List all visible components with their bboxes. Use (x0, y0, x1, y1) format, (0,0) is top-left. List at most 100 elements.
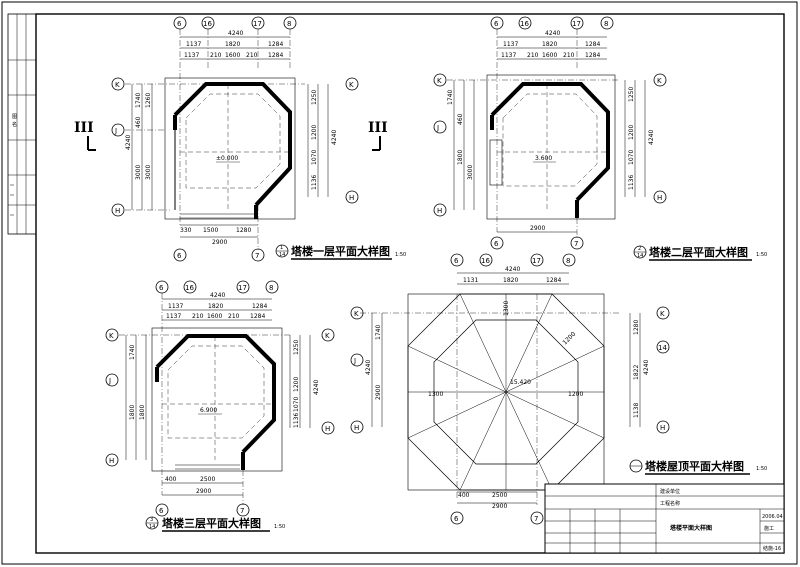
plan-title: 塔楼屋顶平面大样图 (645, 459, 744, 473)
svg-text:14: 14 (149, 524, 155, 530)
strip-label-2: 名 (12, 121, 17, 128)
plan-4-title: 塔楼屋顶平面大样图 1:50 (629, 459, 767, 475)
axis-bubble-6-bottom: 6 (490, 236, 504, 250)
axis-bubble-K: K (105, 328, 119, 342)
plan-scale: 1:50 (756, 466, 767, 472)
axis-bubble-J: J (111, 123, 125, 137)
tb-project-label: 工程名称 (660, 500, 680, 507)
axis-bubble-J: J (105, 373, 119, 387)
svg-text:1284: 1284 (546, 277, 561, 284)
axis-bubble-J: J (433, 120, 447, 134)
svg-text:3000: 3000 (135, 165, 142, 180)
svg-text:1070: 1070 (628, 150, 635, 165)
svg-text:1740: 1740 (135, 93, 142, 108)
axis-bubble-8: 8 (265, 280, 279, 294)
svg-text:1137: 1137 (503, 41, 518, 48)
svg-text:4240: 4240 (210, 292, 225, 299)
svg-text:1820: 1820 (208, 303, 223, 310)
svg-text:1260: 1260 (145, 93, 152, 108)
svg-text:1138: 1138 (633, 403, 640, 418)
svg-text:1200: 1200 (568, 391, 583, 398)
svg-text:4240: 4240 (505, 266, 520, 273)
svg-text:6: 6 (177, 20, 182, 28)
svg-text:16: 16 (520, 20, 529, 28)
svg-text:1070: 1070 (311, 150, 318, 165)
svg-text:8: 8 (287, 20, 291, 28)
svg-text:1300: 1300 (503, 301, 510, 316)
svg-text:1300: 1300 (428, 391, 443, 398)
axis-bubble-6-bottom: 6 (173, 248, 187, 262)
axis-bubble-K: K (111, 77, 125, 91)
svg-text:6: 6 (177, 252, 182, 260)
roof-ridges (407, 293, 605, 491)
svg-text:H: H (657, 194, 662, 202)
svg-text:2900: 2900 (375, 385, 382, 400)
svg-text:1070: 1070 (293, 397, 300, 412)
axis-bubble-7-bottom: 7 (570, 236, 584, 250)
axis-bubble-6: 6 (155, 280, 169, 294)
svg-text:16: 16 (481, 257, 490, 265)
tb-drawing-name: 塔楼平面大样图 (670, 524, 712, 532)
svg-text:17: 17 (253, 20, 262, 28)
octagon-wall (173, 82, 292, 207)
tb-date: 2006.04 (762, 514, 783, 520)
axis-bubble-16: 16 (518, 16, 532, 30)
svg-text:1820: 1820 (542, 41, 557, 48)
axis-bubble-J: J (350, 353, 364, 367)
svg-text:2500: 2500 (492, 492, 507, 499)
axis-bubble-17: 17 (251, 16, 265, 30)
svg-text:460: 460 (457, 113, 464, 125)
axis-bubble-8: 8 (283, 16, 297, 30)
svg-text:1: 1 (280, 245, 283, 251)
svg-text:K: K (349, 81, 354, 89)
axis-bubble-K-right: K (321, 328, 335, 342)
elevation-label: 3.600 (535, 155, 552, 162)
svg-text:H: H (437, 207, 442, 215)
svg-text:1137: 1137 (166, 313, 181, 320)
axis-bubble-6-bottom: 6 (450, 511, 464, 525)
axis-bubble-7-bottom: 7 (530, 511, 544, 525)
svg-text:4240: 4240 (331, 130, 338, 145)
svg-text:H: H (115, 207, 120, 215)
svg-text:K: K (657, 77, 662, 85)
inner-border (35, 13, 785, 554)
svg-text:J: J (114, 127, 117, 135)
plan-3-title: 3 14 塔楼三层平面大样图 1:50 (145, 516, 285, 532)
axis-bubble-H: H (433, 203, 447, 217)
svg-text:1137: 1137 (168, 303, 183, 310)
svg-text:1137: 1137 (186, 41, 201, 48)
svg-text:400: 400 (165, 476, 177, 483)
svg-text:6: 6 (494, 20, 499, 28)
svg-text:K: K (115, 81, 120, 89)
plan-scale: 1:50 (395, 252, 406, 258)
svg-text:4240: 4240 (365, 360, 372, 375)
svg-text:1822: 1822 (633, 365, 640, 380)
axis-bubble-8: 8 (562, 253, 576, 267)
svg-text:6: 6 (454, 257, 459, 265)
axis-bubble-8: 8 (600, 16, 614, 30)
svg-text:1200: 1200 (628, 125, 635, 140)
svg-text:1284: 1284 (252, 303, 267, 310)
elevation-label: ±0.000 (216, 155, 238, 162)
svg-text:H: H (354, 424, 359, 432)
plan-title: 塔楼三层平面大样图 (162, 516, 261, 530)
svg-text:K: K (325, 332, 330, 340)
axis-bubble-6: 6 (490, 16, 504, 30)
svg-text:1600: 1600 (207, 313, 222, 320)
svg-text:1280: 1280 (236, 227, 251, 234)
octagon-wall (490, 82, 610, 202)
svg-text:1136: 1136 (628, 175, 635, 190)
svg-text:H: H (349, 194, 354, 202)
axis-bubble-H: H (111, 203, 125, 217)
svg-text:7: 7 (240, 507, 244, 515)
svg-text:330: 330 (180, 227, 192, 234)
svg-text:K: K (354, 310, 359, 318)
plan-2: 6 16 17 8 4240 1137 1820 1284 1137 210 1… (433, 16, 767, 261)
svg-text:1131: 1131 (463, 277, 478, 284)
svg-text:1284: 1284 (268, 52, 283, 59)
axis-bubble-K: K (433, 73, 447, 87)
svg-text:2: 2 (638, 246, 641, 252)
svg-text:H: H (660, 424, 665, 432)
svg-text:1200: 1200 (561, 331, 577, 347)
